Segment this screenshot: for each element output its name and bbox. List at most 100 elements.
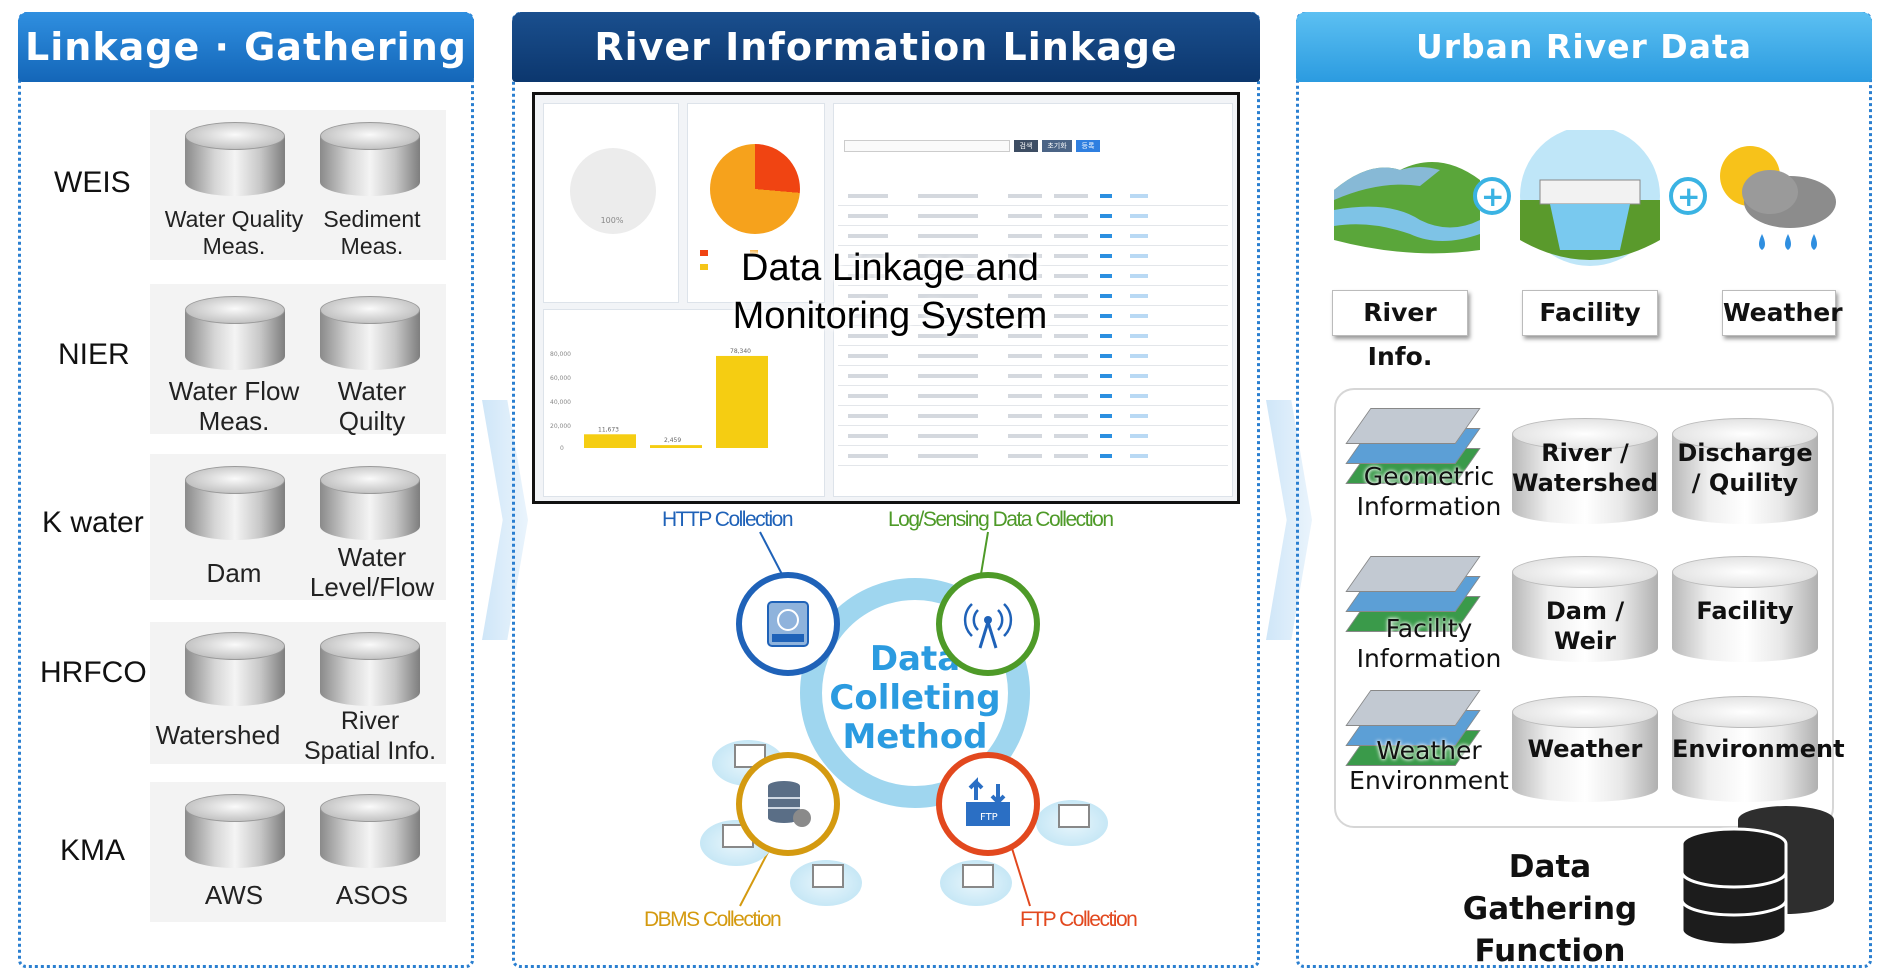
river-info-label: River Info. — [1332, 290, 1468, 371]
table-row — [838, 386, 1228, 406]
database-icon — [320, 296, 420, 382]
table-row — [838, 426, 1228, 446]
http-icon — [736, 572, 840, 676]
search-input[interactable] — [844, 140, 1010, 152]
database-stack-icon — [1680, 806, 1834, 947]
antenna-icon — [936, 572, 1040, 676]
database-icon — [185, 632, 285, 718]
table-row — [838, 406, 1228, 426]
bar-value-label: 11,673 — [598, 426, 619, 433]
table-row — [838, 286, 1228, 306]
urban-river-data-panel: Urban River Data Management — [1296, 12, 1872, 968]
y-tick-label: 20,000 — [550, 423, 571, 430]
database-icon — [185, 794, 285, 880]
function-line: Function — [1474, 933, 1626, 969]
group-label-line: Information — [1356, 644, 1502, 673]
bar-value-label: 2,459 — [664, 437, 681, 444]
db-label: Spatial Info. — [303, 737, 437, 765]
agency-items-window — [687, 103, 825, 303]
db-label: Meas. — [202, 233, 266, 259]
collecting-method-label: Data Colleting Method — [800, 640, 1030, 757]
db-label: Water — [337, 542, 407, 572]
data-gathering-function-label: Data Gathering Function — [1420, 846, 1680, 972]
dbms-collection-label: DBMS Collection — [644, 908, 782, 931]
source-weis: WEIS — [54, 166, 131, 199]
table-row — [838, 346, 1228, 366]
db-label: Level/Flow — [309, 572, 435, 602]
db-label: Environment — [1672, 735, 1845, 763]
group-label-line: Environment — [1349, 766, 1509, 795]
database-icon: Dam / Weir — [1512, 556, 1658, 668]
source-kma: KMA — [60, 834, 126, 867]
db-label: Water Quality — [164, 206, 304, 232]
database-icon: Facility — [1672, 556, 1818, 668]
bar-chart: 80,000 60,000 40,000 20,000 0 11,6732,45… — [550, 348, 768, 452]
monitoring-system-label: Data Linkage and Monitoring System — [690, 244, 1090, 340]
table-row — [838, 186, 1228, 206]
source-nier: NIER — [58, 338, 130, 371]
table-row — [838, 446, 1228, 466]
plus-icon — [1473, 177, 1511, 215]
database-icon: Environment — [1672, 696, 1845, 808]
db-label: Meas. — [198, 406, 270, 436]
pie-label: 100% — [600, 216, 624, 225]
realtime-status-window: 100% — [543, 103, 679, 303]
ftp-collection-label: FTP Collection — [1020, 908, 1138, 931]
group-label: Geometric Information — [1344, 462, 1514, 522]
table-row — [838, 246, 1228, 266]
db-label: ASOS — [335, 880, 409, 910]
database-icon — [320, 122, 420, 208]
bar — [584, 434, 636, 448]
laptop-icon — [1036, 800, 1108, 846]
reset-button[interactable]: 초기화 — [1042, 140, 1072, 152]
data-table — [838, 186, 1228, 466]
db-label: Quilty — [338, 406, 406, 436]
db-label: AWS — [204, 880, 264, 910]
river-landscape-icon — [1334, 162, 1480, 254]
laptop-icon — [790, 860, 862, 906]
laptop-icon — [940, 860, 1012, 906]
pie-chart — [710, 144, 800, 234]
weather-icon — [1720, 146, 1836, 250]
source-kma-card: AWS ASOS — [150, 782, 446, 922]
function-line: Data Gathering — [1462, 849, 1638, 927]
table-row — [838, 266, 1228, 286]
db-label: River / — [1541, 439, 1629, 467]
dam-icon — [1520, 130, 1660, 266]
search-button[interactable]: 검색 — [1014, 140, 1038, 152]
group-label-line: Information — [1356, 492, 1502, 521]
bar-value-label: 78,340 — [730, 348, 751, 355]
plus-icon — [1669, 177, 1707, 215]
db-label: Dam / Weir — [1545, 597, 1625, 655]
y-tick-label: 60,000 — [550, 375, 571, 382]
overlay-line: Data Linkage and — [741, 247, 1039, 289]
database-icon: Discharge/ Quility — [1672, 418, 1818, 530]
database-icon — [320, 632, 420, 718]
overlay-line: Monitoring System — [732, 295, 1048, 337]
table-row — [838, 306, 1228, 326]
table-row — [838, 226, 1228, 246]
register-button[interactable]: 등록 — [1076, 140, 1100, 152]
linkage-gathering-panel: Linkage · Gathering — [18, 12, 474, 968]
table-row — [838, 366, 1228, 386]
source-kwater: K water — [42, 506, 144, 539]
method-title: Method — [842, 717, 988, 757]
db-label: River — [340, 707, 400, 735]
y-tick-label: 80,000 — [550, 351, 571, 358]
group-label-line: Facility — [1385, 614, 1473, 643]
log-collection-label: Log/Sensing Data Collection — [888, 508, 1114, 531]
group-label: Facility Information — [1344, 614, 1514, 674]
database-icon: River /Watershed — [1512, 418, 1658, 530]
db-label: Sediment — [323, 206, 421, 232]
river-information-linkage-title: River Information Linkage — [512, 12, 1260, 82]
urban-river-data-title: Urban River Data Management — [1296, 12, 1872, 136]
database-icon: Weather — [1512, 696, 1658, 808]
database-icon — [185, 296, 285, 382]
database-icon — [185, 466, 285, 552]
database-icon — [320, 794, 420, 880]
plus-icon: + — [1677, 180, 1700, 213]
db-label: Facility — [1696, 597, 1794, 625]
